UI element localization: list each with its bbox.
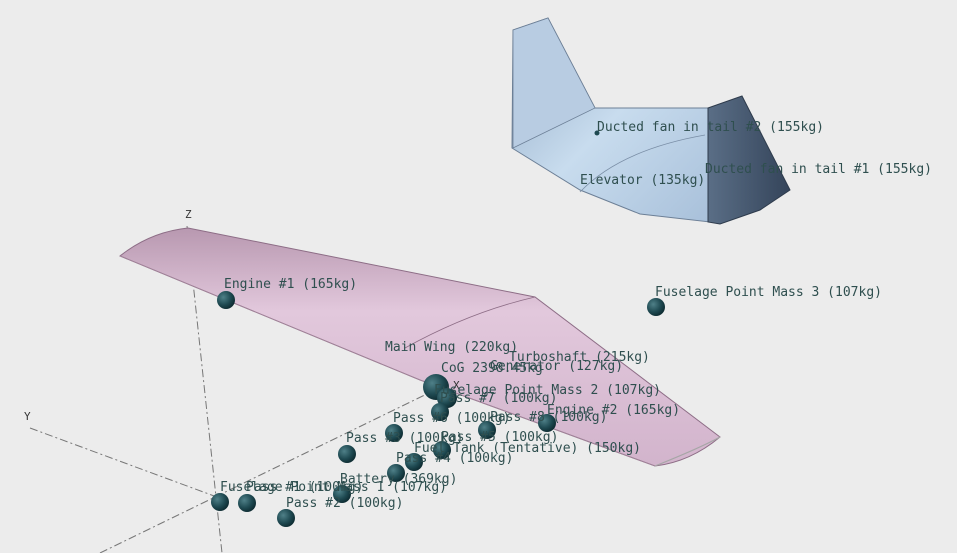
- label-mass: Fuselage Point Mass 1 (107kg): [220, 480, 447, 495]
- point-mass-sphere[interactable]: [385, 424, 403, 442]
- point-masses: [211, 291, 665, 527]
- point-mass-sphere[interactable]: [338, 445, 356, 463]
- point-mass-sphere[interactable]: [405, 453, 423, 471]
- label-mass: Pass #8 (100kg): [490, 410, 607, 425]
- label-mass: Fuselage Point Mass 2 (107kg): [434, 383, 661, 398]
- x-axis-label: X: [453, 379, 460, 392]
- point-mass-sphere[interactable]: [478, 421, 496, 439]
- label-mass: Engine #1 (165kg): [224, 277, 357, 292]
- label-mass: Fuselage Point Mass 3 (107kg): [655, 285, 882, 300]
- label-main-wing: Main Wing (220kg): [385, 340, 518, 355]
- label-mass: Pass #5 (100kg): [441, 430, 558, 445]
- point-mass-sphere[interactable]: [647, 298, 665, 316]
- point-mass-sphere[interactable]: [211, 493, 229, 511]
- label-mass: Turboshaft (215kg): [509, 350, 650, 365]
- label-mass: Fuel Tank (Tentative) (150kg): [414, 441, 641, 456]
- point-mass-sphere[interactable]: [217, 291, 235, 309]
- point-mass-sphere[interactable]: [238, 494, 256, 512]
- label-mass: Pass #2 (100kg): [286, 496, 403, 511]
- point-mass-sphere[interactable]: [387, 464, 405, 482]
- label-mass: Pass #4 (100kg): [396, 451, 513, 466]
- point-mass-sphere[interactable]: [431, 403, 449, 421]
- tail-assembly[interactable]: [511, 17, 791, 225]
- label-mass: Generator (127kg): [490, 359, 623, 374]
- label-mass: Battery (369kg): [340, 472, 457, 487]
- point-mass-sphere[interactable]: [277, 509, 295, 527]
- label-tail-fan-2: Ducted fan in tail #2 (155kg): [597, 120, 824, 135]
- label-mass: Pass #3 (100kg): [346, 431, 463, 446]
- label-elevator: Elevator (135kg): [580, 173, 705, 188]
- label-mass: Pass #7 (100kg): [440, 391, 557, 406]
- z-axis-label: Z: [185, 208, 192, 221]
- y-axis-label: Y: [24, 410, 31, 423]
- label-mass: Pass #6 (100kg): [393, 411, 510, 426]
- point-mass-sphere[interactable]: [437, 388, 457, 408]
- label-mass: Engine #2 (165kg): [547, 403, 680, 418]
- label-tail-fan-1: Ducted fan in tail #1 (155kg): [705, 162, 932, 177]
- point-mass-sphere[interactable]: [333, 485, 351, 503]
- label-mass: Pass #1 (100kg): [246, 480, 363, 495]
- point-mass-sphere[interactable]: [538, 414, 556, 432]
- point-mass-sphere[interactable]: [433, 441, 451, 459]
- label-cog: CoG 2398.45kg: [441, 361, 543, 376]
